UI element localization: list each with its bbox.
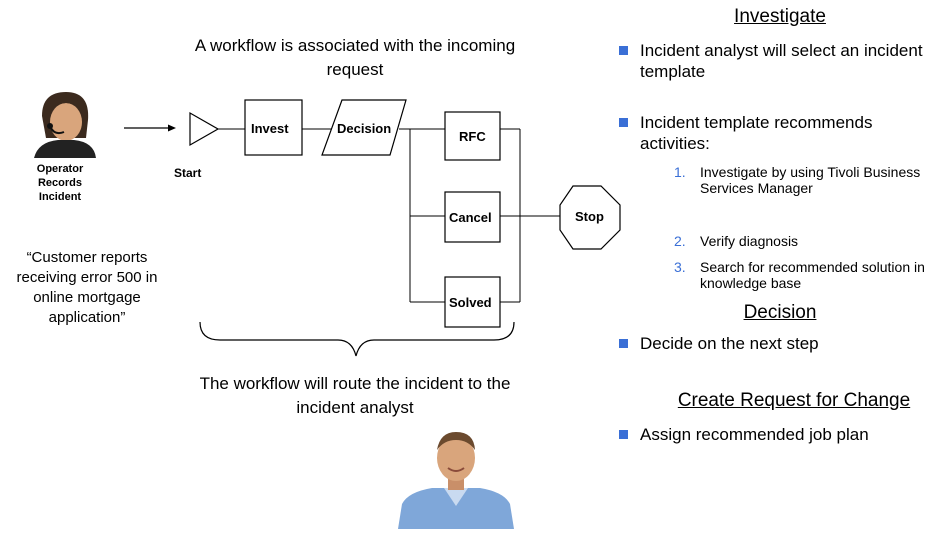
bottom-caption: The workflow will route the incident to … [199,374,511,417]
solved-label: Solved [449,295,492,310]
operator-arrow-head [168,124,176,132]
invest-box [244,99,303,156]
rfc-box [444,111,501,161]
bullet-text: Incident analyst will select an incident… [640,41,923,81]
investigate-title: Investigate [734,6,826,27]
step-text: Verify diagnosis [700,233,799,249]
bullet-square-icon [619,118,628,127]
rfc-label: RFC [459,129,486,144]
decision-bullet-1: Decide on the next step [614,333,940,354]
bullet-text: Assign recommended job plan [640,425,869,444]
stop-label: Stop [575,209,604,224]
top-caption: A workflow is associated with the incomi… [194,36,516,79]
analyst-photo [398,428,514,529]
step-text: Investigate by using Tivoli Business Ser… [700,164,921,196]
step-item: 3. Search for recommended solution in kn… [674,259,940,291]
customer-quote: “Customer reports receiving error 500 in… [16,249,158,326]
step-number: 3. [674,259,686,275]
bullet-text: Decide on the next step [640,334,819,353]
cancel-box [444,191,501,243]
bullet-square-icon [619,339,628,348]
invest-label: Invest [251,121,289,136]
stop-octagon [559,185,621,250]
investigate-bullet-2: Incident template recommends activities: [614,112,940,154]
solved-box [444,276,501,328]
workflow-diagram [124,99,621,357]
start-triangle [189,111,220,147]
step-number: 1. [674,164,686,180]
bullet-square-icon [619,46,628,55]
rfc-bullet-1: Assign recommended job plan [614,424,910,445]
step-text: Search for recommended solution in knowl… [700,259,925,291]
step-item: 2. Verify diagnosis [674,233,942,249]
operator-label: Operator Records Incident [36,163,84,203]
right-panel: Investigate Incident analyst will select… [610,0,942,529]
start-label: Start [174,166,202,180]
operator-photo [28,86,100,158]
step-number: 2. [674,233,686,249]
decision-shape [321,99,407,156]
cancel-label: Cancel [449,210,492,225]
investigate-bullet-1: Incident analyst will select an incident… [614,40,940,82]
decision-title: Decision [743,302,817,323]
brace [199,321,515,357]
rfc-title: Create Request for Change [677,390,911,411]
bullet-text: Incident template recommends activities: [640,113,873,153]
step-item: 1. Investigate by using Tivoli Business … [674,164,942,196]
bullet-square-icon [619,430,628,439]
decision-label: Decision [337,121,392,136]
